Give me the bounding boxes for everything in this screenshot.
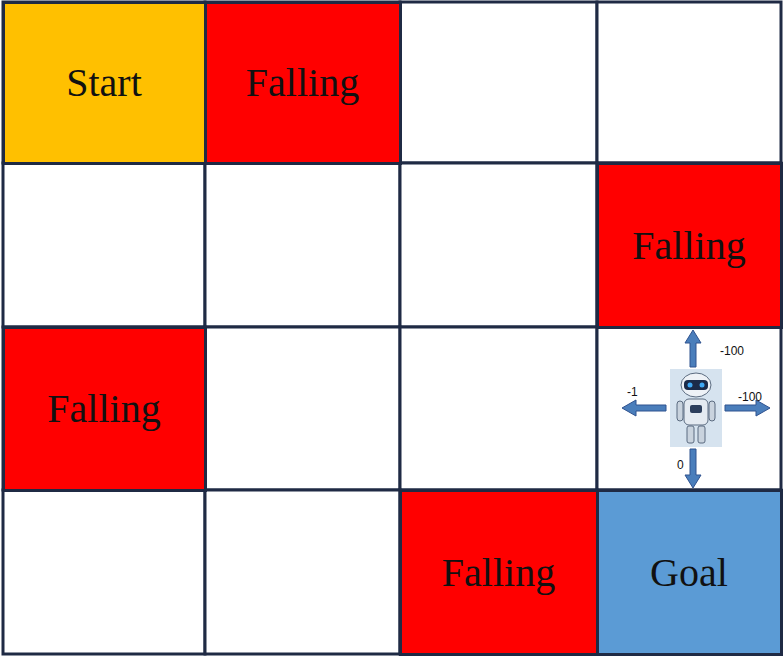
falling-cell: Falling (2, 326, 207, 492)
reward-value: 0 (677, 459, 684, 471)
reward-value: -100 (720, 345, 744, 357)
cell-label: Falling (246, 59, 359, 106)
falling-cell: Falling (596, 162, 783, 329)
cell-label: Falling (442, 549, 555, 596)
start-cell: Start (2, 1, 207, 165)
reward-value: -100 (738, 391, 762, 403)
cell-label: Falling (47, 385, 160, 432)
goal-cell: Goal (596, 489, 783, 656)
action-arrows (622, 330, 770, 488)
falling-cell: Falling (204, 1, 402, 165)
cell-label: Falling (632, 222, 745, 269)
robot-figure (670, 369, 722, 447)
cell-label: Goal (650, 549, 728, 596)
cell-label: Start (66, 59, 142, 106)
reward-value: -1 (627, 386, 638, 398)
falling-cell: Falling (399, 489, 599, 656)
